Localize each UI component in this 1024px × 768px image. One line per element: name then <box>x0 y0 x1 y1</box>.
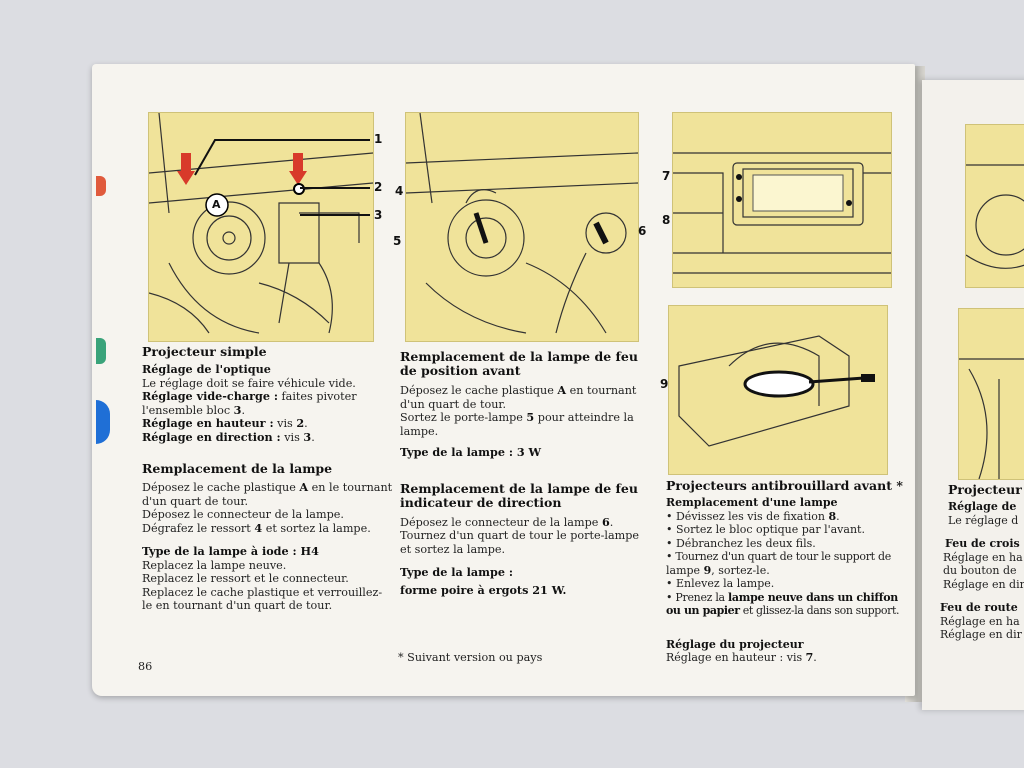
text-line: Replacez le ressort et le connecteur. <box>142 572 349 585</box>
subsection-title: Réglage de <box>948 500 1017 513</box>
subsection-title: Réglage du projecteur <box>666 637 804 651</box>
figure-drawing <box>406 113 638 334</box>
text-line: et sortez la lampe. <box>400 542 506 556</box>
callout-4: 4 <box>395 184 404 198</box>
text-line: Déposez le connecteur de la lampe 6. <box>400 514 614 529</box>
text-line: Réglage en ha <box>943 550 1023 564</box>
text-line: du bouton de <box>943 564 1017 577</box>
subsection-title: Feu de route <box>940 601 1018 614</box>
column-position-light: Remplacement de la lampe de feu de posit… <box>400 350 640 597</box>
lamp-type: forme poire à ergots 21 W. <box>400 582 567 597</box>
bullet-item: ou un papier et glissez-la dans son supp… <box>666 604 900 617</box>
lamp-type: Type de la lampe : <box>400 565 513 579</box>
text-line: Réglage en direction : vis 3. <box>142 429 315 444</box>
section-title: Remplacement de la lampe <box>142 461 333 476</box>
figure-drawing <box>678 335 875 447</box>
edge-tab-red <box>96 176 106 196</box>
text-line: Réglage en dir <box>940 628 1022 641</box>
subsection-title: Remplacement d'une lampe <box>666 496 838 509</box>
column-fog-lights: Projecteurs antibrouillard avant * Rempl… <box>666 478 903 665</box>
text-line: Déposez le cache plastique A en tournant <box>400 383 637 397</box>
callout-1: 1 <box>374 132 383 146</box>
text-line: d'un quart de tour. <box>400 397 507 411</box>
figure-drawing <box>959 358 1024 479</box>
callout-3: 3 <box>374 208 383 222</box>
section-title: Remplacement de la lampe de feu <box>400 349 638 364</box>
callout-7: 7 <box>662 169 671 183</box>
bullet-item: • Tournez d'un quart de tour le support … <box>666 550 891 563</box>
section-title: de position avant <box>400 363 521 378</box>
figure-drawing <box>673 152 891 274</box>
text-line: Réglage en hauteur : vis 7. <box>666 651 817 664</box>
text-line: l'ensemble bloc 3. <box>142 402 246 417</box>
section-title: indicateur de direction <box>400 494 562 510</box>
text-line: Replacez la lampe neuve. <box>142 558 287 572</box>
figure-fog-light-front <box>672 112 892 288</box>
text-line: lampe. <box>400 424 439 438</box>
bullet-item: • Dévissez les vis de fixation 8. <box>666 509 840 523</box>
subsection-title: Feu de crois <box>945 537 1020 550</box>
figure-drawing <box>149 113 373 334</box>
edge-tab-green <box>96 338 106 364</box>
callout-2: 2 <box>374 180 383 194</box>
figure-position-light <box>405 112 639 342</box>
bullet-item: • Débranchez les deux fils. <box>666 536 816 550</box>
callout-6: 6 <box>638 224 647 238</box>
section-title: Projecteurs antibrouillard avant * <box>666 478 903 493</box>
edge-tab-blue <box>96 400 110 444</box>
bullet-item: • Sortez le bloc optique par l'avant. <box>666 523 865 536</box>
text-line: Réglage en hauteur : vis 2. <box>142 416 308 430</box>
callout-9: 9 <box>660 377 669 391</box>
figure-right-page-top <box>965 124 1024 288</box>
text-line: d'un quart de tour. <box>142 494 249 508</box>
figure-fog-light-bulb <box>668 305 888 475</box>
text-line: Le réglage d <box>948 513 1019 527</box>
text-line: le en tournant d'un quart de tour. <box>142 599 333 612</box>
text-line: Réglage en dir <box>943 577 1024 591</box>
callout-8: 8 <box>662 213 671 227</box>
text-line: Déposez le connecteur de la lampe. <box>142 508 344 521</box>
text-line: Sortez le porte-lampe 5 pour atteindre l… <box>400 410 634 424</box>
text-line: Replacez le cache plastique et verrouill… <box>142 585 383 599</box>
text-line: Le réglage doit se faire véhicule vide. <box>142 376 356 390</box>
column-projecteur-simple: Projecteur simple Réglage de l'optique L… <box>142 344 393 613</box>
figure-right-page-bottom <box>958 308 1024 480</box>
text-line: Réglage vide-charge : faites pivoter <box>142 389 357 403</box>
text-line: Dégrafez le ressort 4 et sortez la lampe… <box>142 520 371 535</box>
column-right-page: Projecteur Réglage de Le réglage d Feu d… <box>940 483 1024 642</box>
text-line: Tournez d'un quart de tour le porte-lamp… <box>400 529 640 542</box>
subsection-title: Réglage de l'optique <box>142 362 271 376</box>
callout-a: A <box>212 198 221 211</box>
lamp-type: Type de la lampe : 3 W <box>400 445 542 459</box>
figure-headlight-engine-bay: A <box>148 112 374 342</box>
figure-drawing <box>966 164 1024 269</box>
bullet-item: • Prenez la lampe neuve dans un chiffon <box>666 590 898 604</box>
lamp-type-title: Type de la lampe à iode : H4 <box>142 544 319 558</box>
section-title: Projecteur <box>948 483 1022 497</box>
text-line: Déposez le cache plastique A en le tourn… <box>142 480 393 494</box>
footnote: * Suivant version ou pays <box>398 651 543 664</box>
section-title: Projecteur simple <box>142 344 267 359</box>
section-title: Remplacement de la lampe de feu <box>400 480 638 496</box>
page-number: 86 <box>138 660 153 673</box>
bullet-item: lampe 9, sortez-le. <box>666 563 770 577</box>
text-line: Réglage en ha <box>940 614 1020 628</box>
bullet-item: • Enlevez la lampe. <box>666 577 775 590</box>
callout-5: 5 <box>393 234 402 248</box>
